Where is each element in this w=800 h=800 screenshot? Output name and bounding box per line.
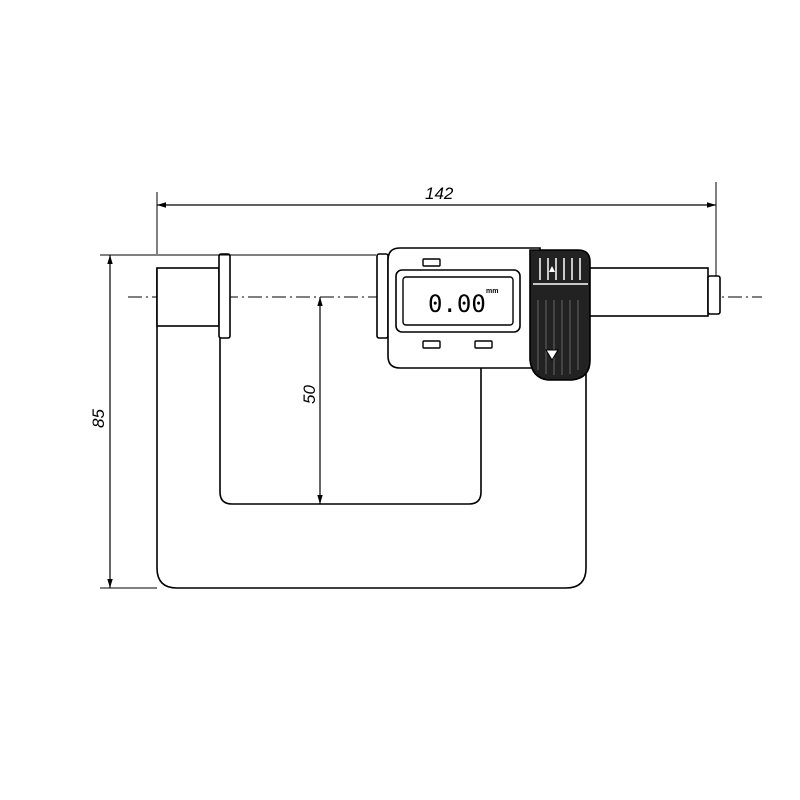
spindle-cap: [707, 275, 721, 315]
height-dimension: [100, 254, 376, 589]
frame: [156, 268, 587, 589]
lcd-screen: [402, 276, 514, 326]
width-dimension: [156, 182, 717, 276]
width-label: 142: [425, 184, 454, 203]
thimble-grip: [529, 249, 591, 381]
thimble-knurl: [537, 300, 579, 375]
anvil: [156, 267, 220, 327]
depth-label: 50: [300, 385, 319, 404]
spindle-rod: [589, 267, 709, 317]
lcd-unit: mm: [486, 288, 498, 295]
arrow-down-icon: [545, 349, 559, 361]
button-top[interactable]: [422, 258, 441, 267]
arrow-up-icon: [549, 266, 555, 272]
spindle-face: [376, 253, 389, 339]
button-bottom-left[interactable]: [422, 340, 441, 349]
anvil-face: [218, 253, 231, 339]
lcd-reading: 0.00: [428, 290, 486, 318]
button-bottom-right[interactable]: [474, 340, 493, 349]
thimble-ribs: [539, 258, 581, 280]
height-label: 85: [89, 409, 108, 428]
